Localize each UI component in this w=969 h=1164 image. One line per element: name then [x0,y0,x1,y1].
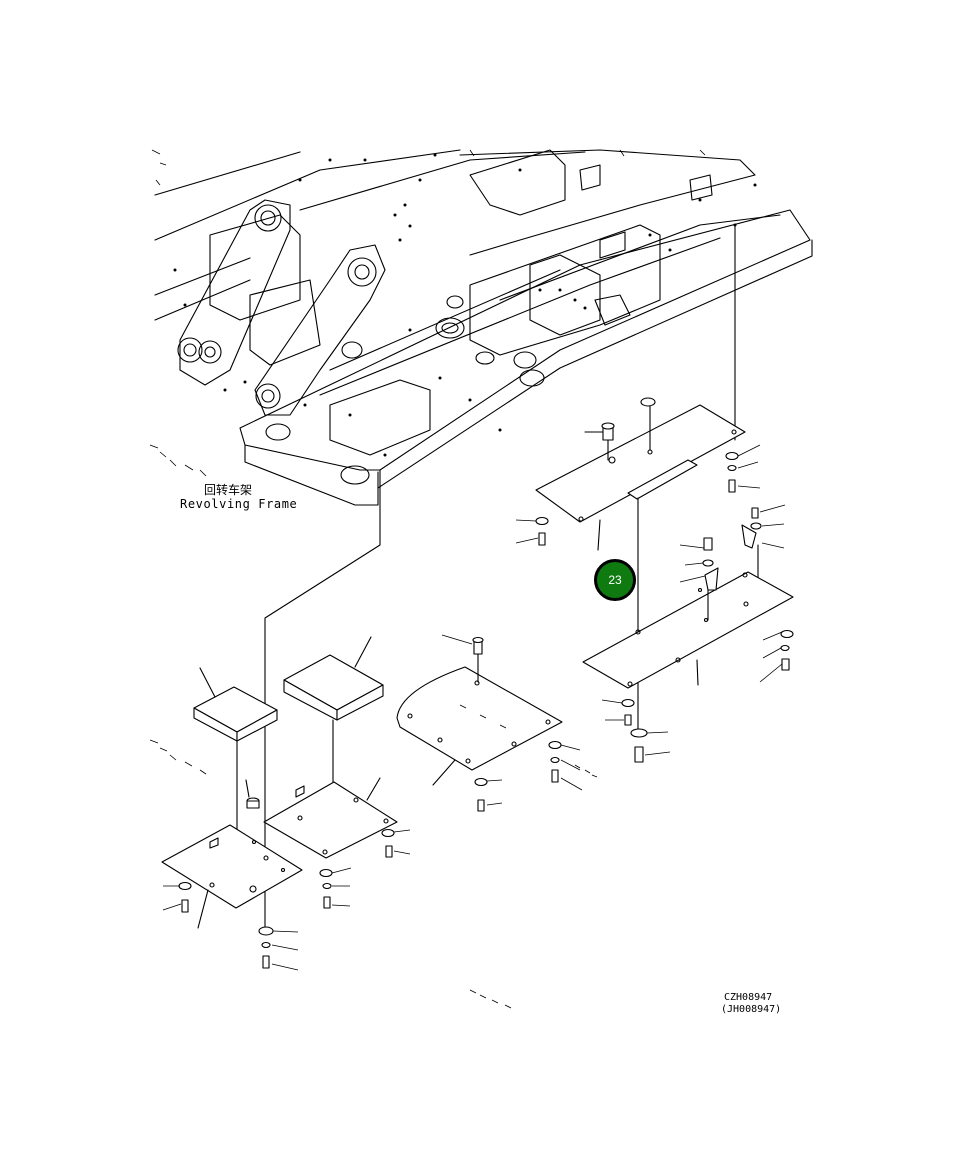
drawing-code-secondary: (JH008947) [721,1004,782,1015]
frame-label-english: Revolving Frame [180,497,298,511]
drawing-code-primary: CZH08947 [724,992,773,1003]
upper-cover-fasteners [515,444,786,611]
reference-callout-badge[interactable]: 23 [594,559,636,601]
upper-right-cover [535,397,746,736]
frame-label-chinese: 回转车架 [204,483,253,497]
middle-curved-plate [396,634,598,812]
left-pad-assembly [161,636,411,971]
long-right-plate [582,537,794,763]
revolving-frame [149,149,813,931]
reference-callout-number: 23 [608,573,622,587]
